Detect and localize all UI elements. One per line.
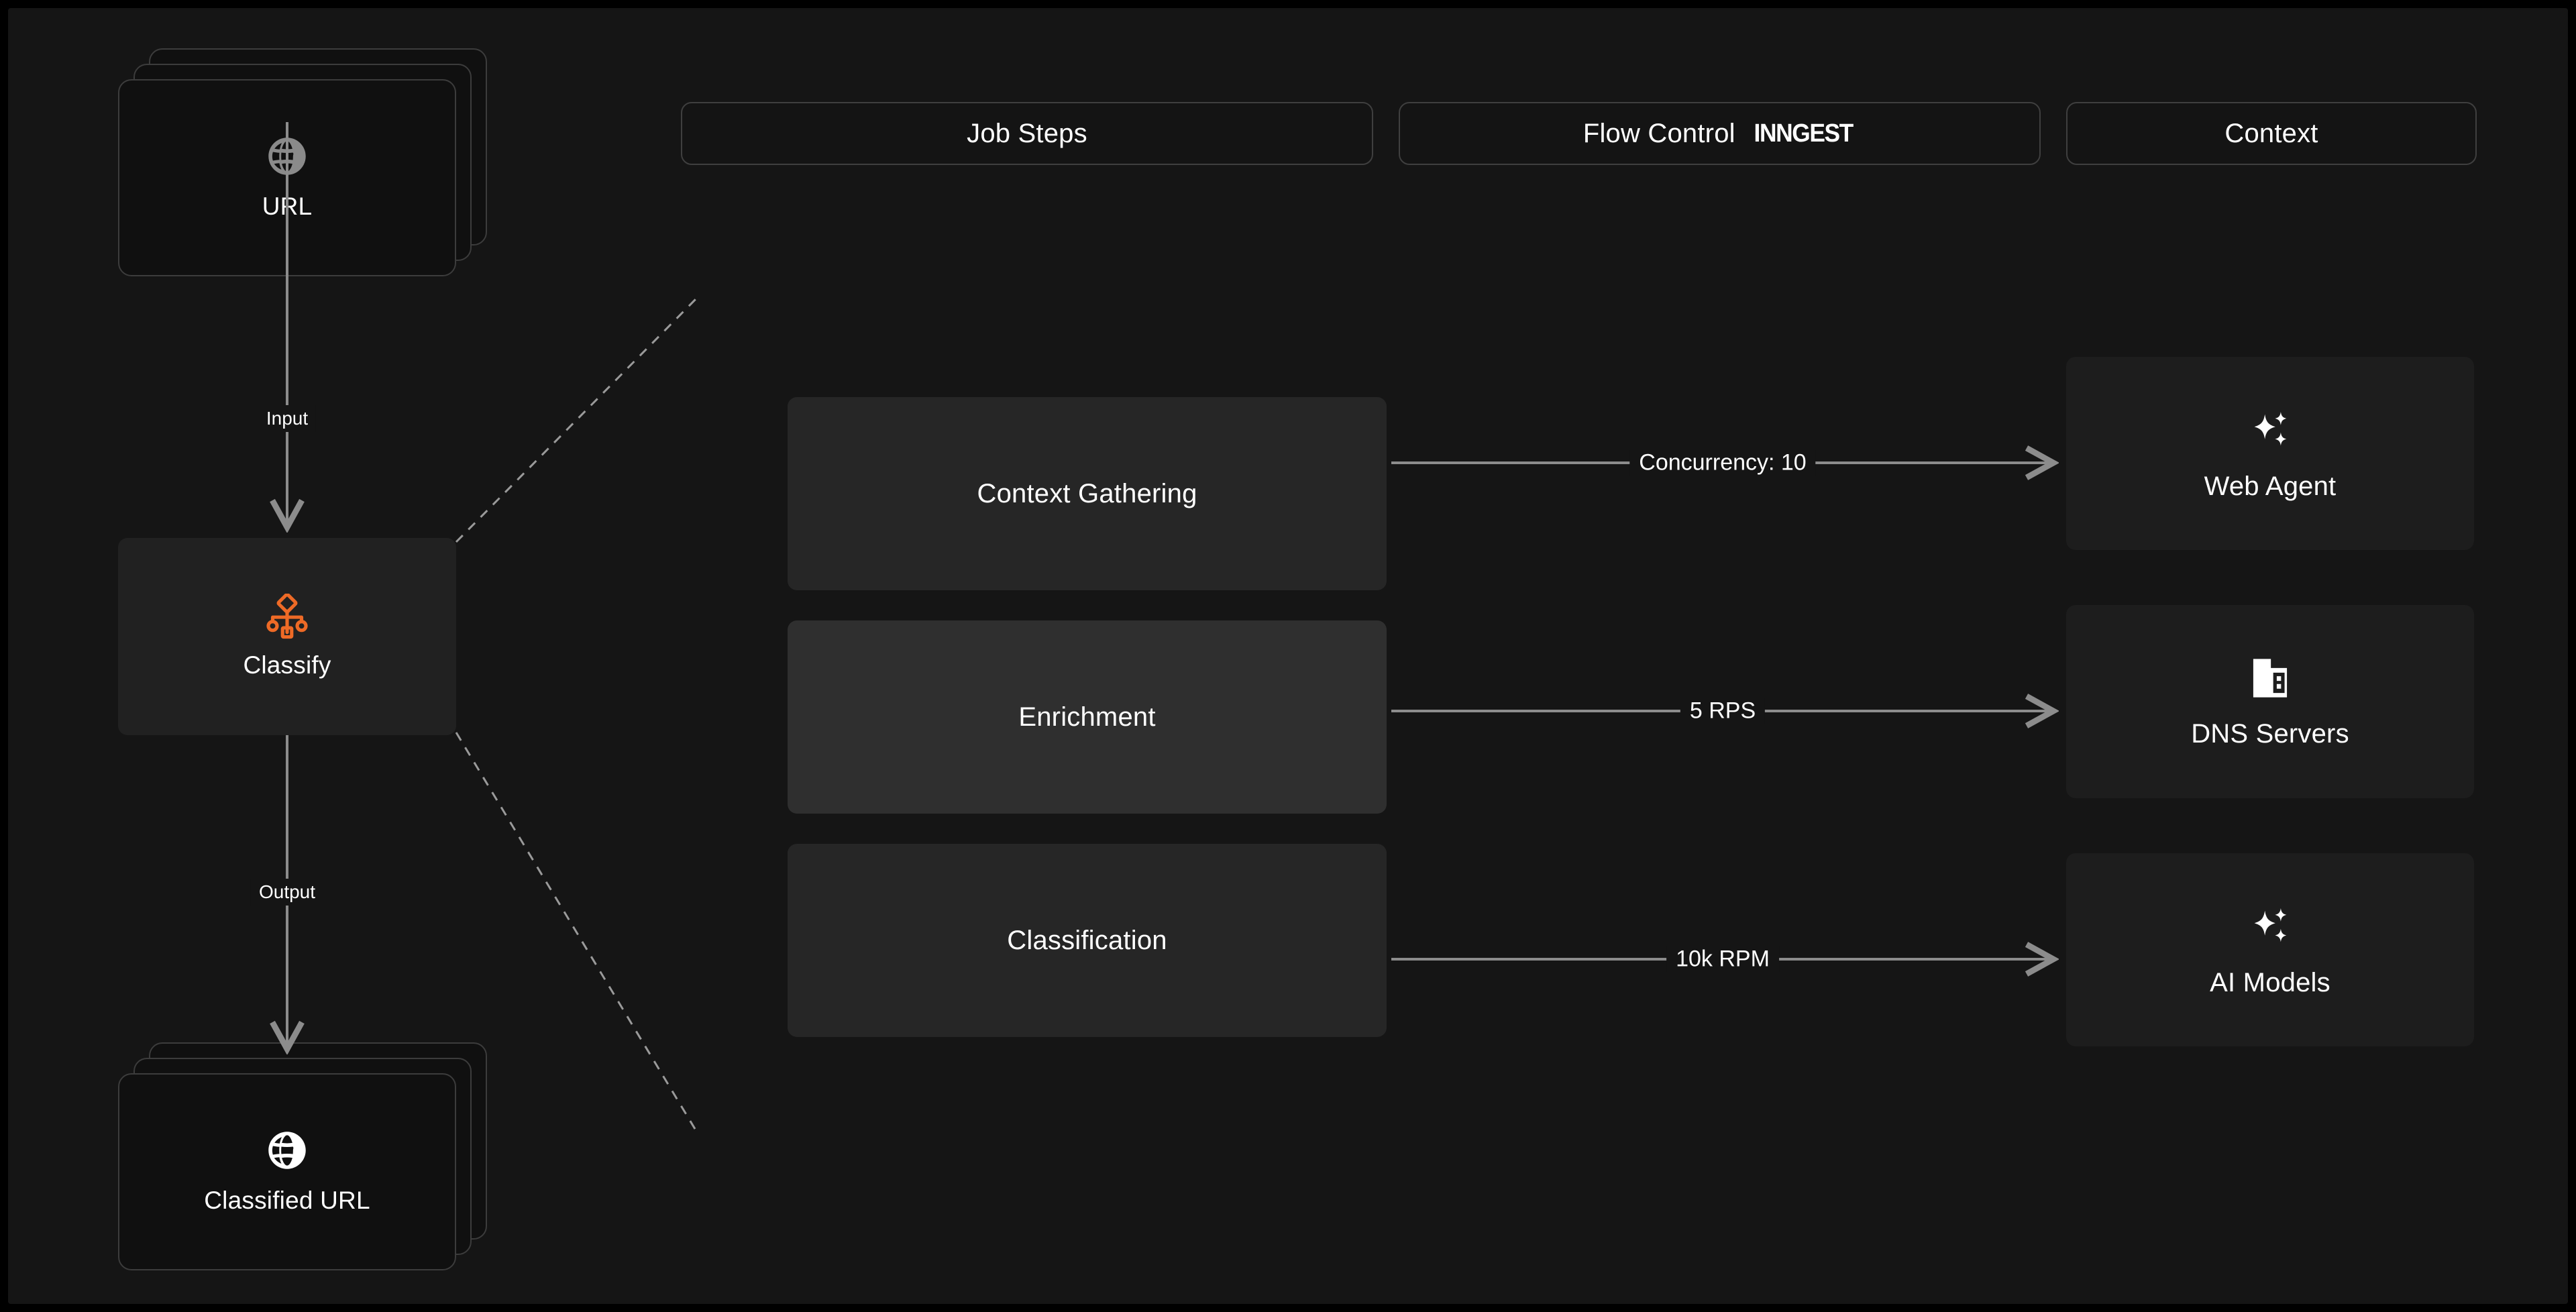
context-card-ai-models[interactable]: AI Models — [2066, 853, 2474, 1046]
header-job-steps-label: Job Steps — [967, 118, 1087, 148]
context-card-label: AI Models — [2210, 967, 2330, 997]
context-card-dns-servers[interactable]: DNS Servers — [2066, 605, 2474, 798]
header-job-steps[interactable]: Job Steps — [681, 102, 1373, 165]
flow-control-label-rps: 5 RPS — [1680, 698, 1766, 724]
globe-icon — [268, 138, 306, 175]
globe-icon — [268, 1132, 306, 1169]
card-layer-front: Classified URL — [118, 1073, 456, 1270]
card-layer-front: URL — [118, 79, 456, 276]
wire-expand-top — [455, 296, 698, 543]
job-step-classification[interactable]: Classification — [788, 844, 1387, 1037]
input-node-label: URL — [262, 193, 313, 220]
sparkles-icon — [2254, 411, 2287, 445]
flow-control-label-concurrency: Concurrency: 10 — [1629, 449, 1816, 476]
diagram-canvas: Job Steps Flow Control INNGEST Context U… — [8, 8, 2568, 1304]
job-steps-panel: Context Gathering Enrichment Classificat… — [697, 296, 1477, 1304]
job-step-label: Enrichment — [1018, 702, 1156, 732]
job-step-label: Context Gathering — [977, 478, 1197, 508]
context-card-web-agent[interactable]: Web Agent — [2066, 357, 2474, 550]
header-context[interactable]: Context — [2066, 102, 2477, 165]
context-card-label: DNS Servers — [2191, 718, 2349, 749]
job-step-label: Classification — [1007, 925, 1167, 955]
header-context-label: Context — [2224, 118, 2318, 148]
flow-control-label-rpm: 10k RPM — [1666, 946, 1779, 973]
panel-layer-mid — [697, 1138, 1477, 1304]
header-flow-control-label: Flow Control — [1582, 118, 1735, 148]
classify-hierarchy-icon — [266, 594, 308, 639]
edge-label-input: Input — [258, 405, 317, 432]
output-node-classified-url[interactable]: Classified URL — [118, 1042, 487, 1270]
building-icon — [2253, 658, 2288, 698]
process-node-label: Classify — [243, 651, 331, 679]
inngest-wordmark: INNGEST — [1754, 119, 1854, 148]
sparkles-icon — [2254, 908, 2287, 942]
process-node-classify[interactable]: Classify — [118, 538, 456, 735]
context-card-label: Web Agent — [2204, 471, 2337, 501]
input-node-url[interactable]: URL — [118, 48, 487, 276]
header-flow-control[interactable]: Flow Control INNGEST — [1399, 102, 2041, 165]
job-steps-list: Context Gathering Enrichment Classificat… — [697, 296, 1477, 1138]
job-step-context-gathering[interactable]: Context Gathering — [788, 397, 1387, 590]
edge-label-output: Output — [250, 879, 324, 906]
wire-expand-bottom — [455, 732, 698, 1133]
output-node-label: Classified URL — [204, 1187, 370, 1214]
job-step-enrichment[interactable]: Enrichment — [788, 620, 1387, 814]
